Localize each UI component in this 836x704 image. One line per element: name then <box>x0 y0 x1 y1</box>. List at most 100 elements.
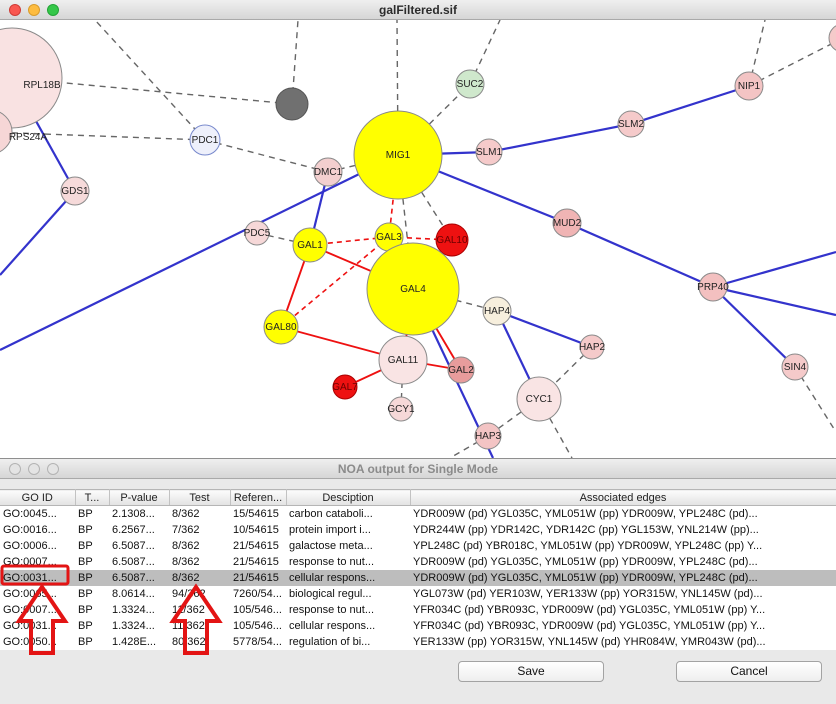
node-gal11[interactable] <box>378 335 428 385</box>
column-header[interactable]: Referen... <box>230 489 287 506</box>
network-window-title: galFiltered.sif <box>378 2 458 17</box>
node-pdc1[interactable] <box>189 124 221 156</box>
edge[interactable] <box>712 286 796 368</box>
edge[interactable] <box>566 221 714 289</box>
edge[interactable] <box>94 20 206 141</box>
column-header[interactable]: Associated edges <box>410 489 836 506</box>
node-label: DMC1 <box>314 167 343 178</box>
edge[interactable] <box>630 84 750 126</box>
save-button[interactable]: Save <box>458 661 604 682</box>
node-label: CYC1 <box>526 394 553 405</box>
edge[interactable] <box>280 236 390 328</box>
minimize-button-icon[interactable] <box>28 4 40 16</box>
node-rps24a[interactable] <box>0 110 13 154</box>
table-cell: GO:0007... <box>0 601 75 618</box>
node-mud2[interactable] <box>552 208 582 238</box>
column-header[interactable]: Test <box>169 489 231 506</box>
node-label: PDC5 <box>244 228 271 239</box>
table-cell: 6.5087... <box>109 537 169 554</box>
table-cell: BP <box>75 553 109 570</box>
edge[interactable] <box>748 38 836 87</box>
edge[interactable] <box>712 250 836 289</box>
table-cell: 8/362 <box>169 505 230 522</box>
node-gal7[interactable] <box>332 374 358 400</box>
edge[interactable] <box>488 122 632 154</box>
node-pdc5[interactable] <box>244 220 270 246</box>
node-label: GCY1 <box>387 404 415 415</box>
edge[interactable] <box>204 139 329 173</box>
table-cell: YDR009W (pd) YGL035C, YML051W (pp) YDR00… <box>410 553 836 570</box>
node-hap3[interactable] <box>474 422 502 450</box>
node-gal4[interactable] <box>366 242 460 336</box>
table-cell: 8/362 <box>169 537 230 554</box>
node-label: GAL80 <box>265 322 297 333</box>
node-corner_tr[interactable] <box>828 24 836 52</box>
node-gcy1[interactable] <box>388 396 414 422</box>
node-gal2[interactable] <box>447 356 475 384</box>
node-gray1[interactable] <box>275 87 309 121</box>
table-cell: BP <box>75 569 109 586</box>
node-dmc1[interactable] <box>313 157 343 187</box>
table-cell: YGL073W (pd) YER103W, YER133W (pp) YOR31… <box>410 585 836 602</box>
node-gal80[interactable] <box>263 309 299 345</box>
edge[interactable] <box>449 435 489 458</box>
column-header[interactable]: T... <box>75 489 110 506</box>
node-rpl18b[interactable] <box>0 27 63 129</box>
edge[interactable] <box>496 309 593 349</box>
node-hap2[interactable] <box>579 334 605 360</box>
node-label: GAL3 <box>376 232 402 243</box>
window-controls-inactive <box>9 463 59 475</box>
table-cell: 6.2567... <box>109 521 169 538</box>
zoom-button-icon[interactable] <box>47 463 59 475</box>
node-gal10[interactable] <box>435 223 469 257</box>
table-cell: BP <box>75 617 109 634</box>
cancel-button[interactable]: Cancel <box>676 661 822 682</box>
node-slm2[interactable] <box>617 110 645 138</box>
node-nip1[interactable] <box>734 71 764 101</box>
minimize-button-icon[interactable] <box>28 463 40 475</box>
table-cell: YDR009W (pd) YGL035C, YML051W (pp) YDR00… <box>410 569 836 586</box>
close-button-icon[interactable] <box>9 463 21 475</box>
node-label: HAP4 <box>484 306 511 317</box>
node-gds1[interactable] <box>60 176 90 206</box>
edge[interactable] <box>0 131 206 141</box>
close-button-icon[interactable] <box>9 4 21 16</box>
node-label: SIN4 <box>784 362 807 373</box>
node-suc2[interactable] <box>455 69 485 99</box>
edge[interactable] <box>0 190 76 276</box>
edge[interactable] <box>400 359 404 410</box>
edge[interactable] <box>712 285 836 317</box>
node-sin4[interactable] <box>781 353 809 381</box>
table-cell: 10/54615 <box>230 521 286 538</box>
node-hap4[interactable] <box>482 296 512 326</box>
noa-window-titlebar[interactable]: NOA output for Single Mode <box>0 459 836 479</box>
column-header[interactable]: Desciption <box>286 489 411 506</box>
network-window-titlebar[interactable]: galFiltered.sif <box>0 0 836 20</box>
column-header[interactable]: GO ID <box>0 489 76 506</box>
column-header[interactable]: P-value <box>109 489 170 506</box>
table-cell: 80/362 <box>169 633 230 650</box>
zoom-button-icon[interactable] <box>47 4 59 16</box>
node-slm1[interactable] <box>475 138 503 166</box>
node-label: GDS1 <box>61 186 89 197</box>
node-cyc1[interactable] <box>516 376 562 422</box>
table-cell: 1.428E... <box>109 633 169 650</box>
node-gal1[interactable] <box>292 227 328 263</box>
table-cell: 21/54615 <box>230 553 286 570</box>
network-graph: RPL18BRPS24AGDS1PDC1DMC1MIG1SUC2SLM1SLM2… <box>0 20 836 458</box>
table-cell: YDR009W (pd) YGL035C, YML051W (pp) YDR00… <box>410 505 836 522</box>
edge[interactable] <box>0 154 399 351</box>
node-prp40[interactable] <box>698 272 728 302</box>
node-mig1[interactable] <box>353 110 443 200</box>
table-cell: YFR034C (pd) YBR093C, YDR009W (pd) YGL03… <box>410 617 836 634</box>
